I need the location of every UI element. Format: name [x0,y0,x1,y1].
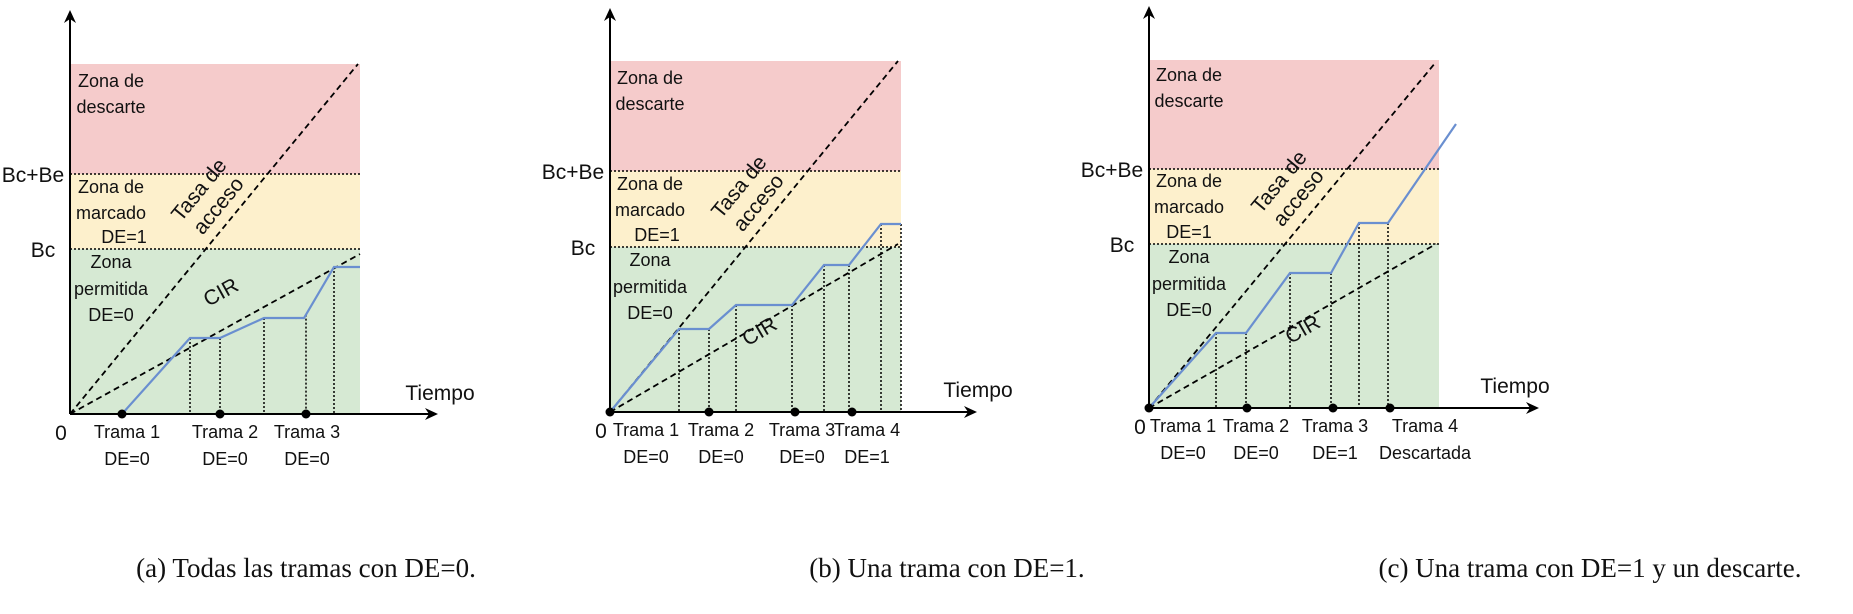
discard-zone [1149,60,1439,169]
frame-tick-dot [847,407,857,417]
frame-status: DE=0 [1160,443,1206,463]
origin-label: 0 [595,420,607,443]
cir-line [609,243,899,413]
mark-zone-label: marcado [76,203,146,223]
frame-tick-dot [1385,403,1395,413]
frame-status: DE=0 [779,447,825,467]
discard-zone-label: descarte [615,94,684,114]
bc-be-label: Bc+Be [1081,159,1143,182]
mark-zone-label: Zona de [617,174,683,194]
mark-zone-label: DE=1 [634,225,680,245]
frame-label: Trama 2 [688,420,754,440]
caption-b: (b) Una trama con DE=1. [809,553,1085,583]
origin-label: 0 [55,422,67,445]
mark-zone [1149,169,1439,244]
frame-status: Descartada [1379,443,1472,463]
frame-label: Trama 1 [1150,416,1216,436]
discard-zone-label: Zona de [1156,65,1222,85]
mark-zone-label: marcado [1154,197,1224,217]
frame-status: DE=0 [1233,443,1279,463]
frame-status: DE=0 [284,449,330,469]
bc-label: Bc [31,239,56,262]
origin-dot [605,407,615,417]
discard-zone-label: Zona de [78,71,144,91]
frame-status: DE=0 [202,449,248,469]
mark-zone-label: marcado [615,200,685,220]
mark-zone-label: Zona de [78,177,144,197]
frame-label: Trama 3 [769,420,835,440]
frame-status: DE=0 [698,447,744,467]
allowed-zone-label: DE=0 [88,305,134,325]
discard-zone-label: descarte [1154,91,1223,111]
frame-label: Trama 1 [613,420,679,440]
frame-label: Trama 3 [274,422,340,442]
allowed-zone-label: permitida [74,279,149,299]
frame-tick-dot [704,407,714,417]
frame-label: Trama 2 [192,422,258,442]
caption-a: (a) Todas las tramas con DE=0. [136,553,476,583]
allowed-zone-label: DE=0 [1166,300,1212,320]
discard-zone-label: Zona de [617,68,683,88]
frame-tick-dot [1328,403,1338,413]
traffic-curve [1148,123,1457,409]
mark-zone-label: Zona de [1156,171,1222,191]
traffic-curve [609,222,901,413]
frame-tick-dot [1242,403,1252,413]
mark-zone-label: DE=1 [101,227,147,247]
frame-tick-dot [117,409,127,419]
caption-c: (c) Una trama con DE=1 y un descarte. [1378,553,1802,583]
traffic-curve [121,265,360,415]
frame-status: DE=0 [104,449,150,469]
frame-label: Trama 3 [1302,416,1368,436]
discard-zone-label: descarte [76,97,145,117]
origin-label: 0 [1134,416,1146,439]
frame-tick-dot [790,407,800,417]
frame-status: DE=0 [623,447,669,467]
allowed-zone-label: Zona [90,252,132,272]
bc-label: Bc [571,237,596,260]
allowed-zone-label: Zona [1168,247,1210,267]
x-axis-label: Tiempo [1480,375,1549,398]
allowed-zone-label: Zona [629,250,671,270]
frame-status: DE=1 [1312,443,1358,463]
bc-be-label: Bc+Be [542,161,604,184]
bc-label: Bc [1110,234,1135,257]
cir-line [1148,243,1437,409]
x-axis-label: Tiempo [943,379,1012,402]
frame-tick-dot [215,409,225,419]
bc-be-label: Bc+Be [2,164,64,187]
frame-label: Trama 4 [1392,416,1458,436]
frame-status: DE=1 [844,447,890,467]
allowed-zone-label: DE=0 [627,303,673,323]
frame-tick-dot [301,409,311,419]
x-axis-label: Tiempo [405,382,474,405]
allowed-zone-label: permitida [613,277,688,297]
origin-dot [1144,403,1154,413]
mark-zone [610,171,901,247]
mark-zone-label: DE=1 [1166,222,1212,242]
cir-line [69,253,361,415]
allowed-zone-label: permitida [1152,274,1227,294]
access-rate-line [69,63,359,415]
frame-label: Trama 4 [834,420,900,440]
frame-label: Trama 2 [1223,416,1289,436]
mark-zone [70,174,360,249]
frame-label: Trama 1 [94,422,160,442]
access-rate-line [1148,61,1437,409]
